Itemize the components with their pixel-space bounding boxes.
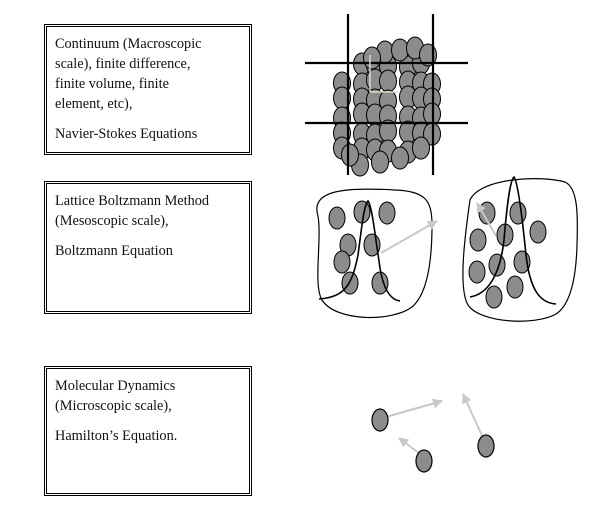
md-line-1: Molecular Dynamics <box>55 378 176 394</box>
continuum-particle <box>391 38 409 62</box>
continuum-particle-grid <box>305 14 468 177</box>
md-arrow-3 <box>398 437 421 455</box>
continuum-particle <box>379 69 397 93</box>
lbm-particle <box>371 271 389 295</box>
lbm-particle <box>328 206 346 230</box>
continuum-line-3: finite volume, finite <box>55 76 169 92</box>
continuum-line-4: element, etc), <box>55 96 133 112</box>
lbm-particle <box>469 228 487 252</box>
md-line-2: (Microscopic scale), <box>55 398 172 414</box>
lbm-particle <box>341 271 359 295</box>
lbm-particle <box>468 260 486 284</box>
continuum-particle <box>341 143 359 167</box>
continuum-equation: Navier-Stokes Equations <box>55 126 198 142</box>
lbm-cell-left <box>316 188 438 319</box>
lbm-particle <box>378 201 396 225</box>
lbm-particle <box>509 201 527 225</box>
continuum-particle <box>412 136 430 160</box>
lbm-line-2: (Mesoscopic scale), <box>55 213 169 229</box>
continuum-particle <box>371 150 389 174</box>
md-box: Molecular Dynamics (Microscopic scale), … <box>44 366 252 496</box>
md-molecule <box>477 434 495 458</box>
continuum-line-2: scale), finite difference, <box>55 56 191 72</box>
continuum-particle <box>391 146 409 170</box>
md-arrow-1 <box>385 398 443 418</box>
lbm-equation: Boltzmann Equation <box>55 243 173 259</box>
md-equation: Hamilton’s Equation. <box>55 428 178 444</box>
lbm-right-distribution-curve <box>469 175 557 305</box>
lbm-left-distribution-curve <box>318 199 401 302</box>
lbm-left-velocity-arrow <box>380 220 438 254</box>
lbm-particle <box>529 220 547 244</box>
lbm-right-velocity-arrow <box>476 202 497 237</box>
md-molecule <box>371 408 389 432</box>
lbm-particle <box>485 285 503 309</box>
lbm-particle <box>506 275 524 299</box>
continuum-particle <box>363 46 381 70</box>
md-molecules <box>371 393 495 473</box>
lbm-particle <box>333 250 351 274</box>
lbm-cell-right <box>462 175 578 322</box>
md-arrow-2 <box>462 393 485 441</box>
continuum-line-1: Continuum (Macroscopic <box>55 36 202 52</box>
lbm-cell-right-outline <box>462 178 578 322</box>
lbm-line-1: Lattice Boltzmann Method <box>55 193 210 209</box>
md-molecule <box>415 449 433 473</box>
continuum-box: Continuum (Macroscopic scale), finite di… <box>44 24 252 155</box>
lbm-cell-left-outline <box>316 188 433 319</box>
lbm-box: Lattice Boltzmann Method (Mesoscopic sca… <box>44 181 252 314</box>
